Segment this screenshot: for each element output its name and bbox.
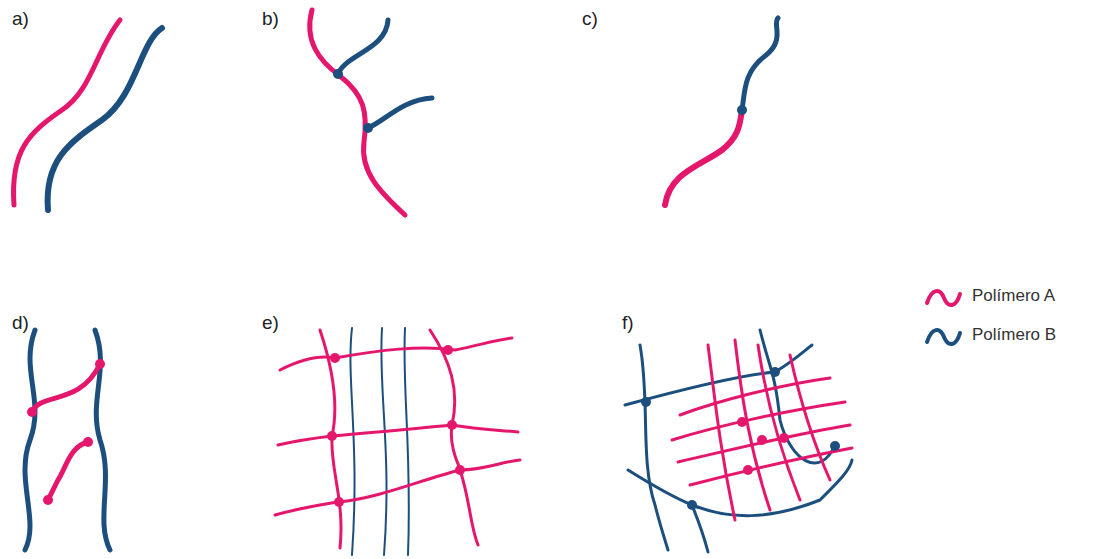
figure-label: d) [12, 312, 29, 334]
figure-label: a) [12, 8, 29, 30]
crosslink-figure [25, 330, 110, 550]
ipn-figure [625, 330, 852, 552]
blend-figure [13, 20, 162, 210]
graft-figure [310, 10, 432, 215]
legend-sample [927, 291, 960, 305]
figure-label: f) [622, 312, 634, 334]
semi-ipn-figure [275, 328, 520, 555]
figure-label: c) [582, 8, 598, 30]
figure-label: e) [262, 312, 279, 334]
legend-sample [927, 330, 960, 344]
figure-label: b) [262, 8, 279, 30]
block-figure [665, 18, 778, 205]
legend-text: Polímero A [972, 286, 1055, 306]
legend-text: Polímero B [972, 325, 1056, 345]
